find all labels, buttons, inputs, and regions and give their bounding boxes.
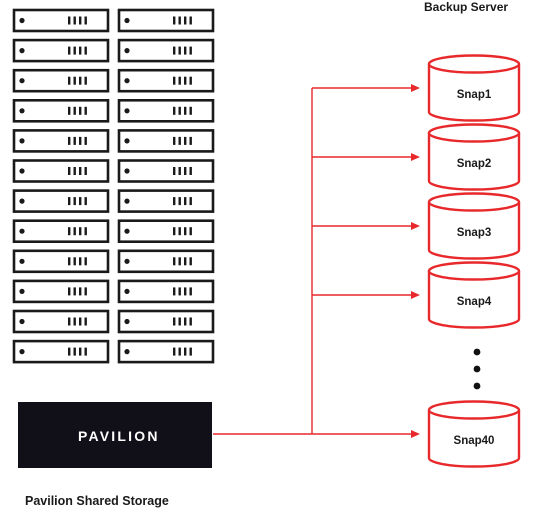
arrow-head-icon	[411, 222, 420, 230]
snapshot-disk: Snap3	[427, 192, 521, 260]
snapshot-label: Snap3	[457, 227, 492, 239]
arrow-head-icon	[411, 430, 420, 438]
pavilion-logo-text: PAVILION	[78, 428, 160, 444]
arrow-head-icon	[411, 291, 420, 299]
snapshot-label: Snap1	[457, 89, 492, 101]
ellipsis-dots	[473, 348, 481, 390]
server-unit-icon	[12, 8, 110, 33]
snapshot-disk: Snap4	[427, 261, 521, 329]
server-unit-icon	[117, 279, 215, 304]
snapshot-disk: Snap2	[427, 123, 521, 191]
server-unit-icon	[12, 249, 110, 274]
server-unit-icon	[12, 279, 110, 304]
server-unit-icon	[117, 38, 215, 63]
server-unit-icon	[117, 249, 215, 274]
backup-server-title: Backup Server	[424, 0, 509, 14]
server-unit-icon	[117, 339, 215, 364]
server-racks	[12, 8, 215, 364]
server-unit-icon	[12, 339, 110, 364]
server-unit-icon	[12, 309, 110, 334]
ellipsis-dot-icon	[473, 348, 481, 356]
server-unit-icon	[117, 219, 215, 243]
server-unit-icon	[12, 68, 110, 93]
server-unit-icon	[117, 129, 215, 153]
snapshot-label: Snap40	[454, 435, 495, 447]
server-unit-icon	[12, 219, 110, 243]
server-unit-icon	[12, 159, 110, 183]
arrow-head-icon	[411, 84, 420, 92]
connector-lines	[213, 84, 420, 438]
snapshot-label: Snap2	[457, 158, 492, 170]
server-unit-icon	[117, 309, 215, 334]
arrow-head-icon	[411, 153, 420, 161]
server-unit-icon	[117, 189, 215, 213]
server-unit-icon	[12, 38, 110, 63]
server-unit-icon	[117, 8, 215, 33]
ellipsis-dot-icon	[473, 365, 481, 373]
ellipsis-dot-icon	[473, 382, 481, 390]
server-unit-icon	[12, 99, 110, 123]
server-unit-icon	[117, 68, 215, 93]
snapshot-label: Snap4	[457, 296, 492, 308]
pavilion-logo	[18, 402, 212, 468]
snapshot-disk: Snap40	[427, 400, 521, 468]
server-unit-icon	[117, 99, 215, 123]
server-unit-icon	[117, 159, 215, 183]
server-unit-icon	[12, 129, 110, 153]
server-unit-icon	[12, 189, 110, 213]
snapshot-disk: Snap1	[427, 54, 521, 122]
shared-storage-title: Pavilion Shared Storage	[25, 494, 169, 508]
